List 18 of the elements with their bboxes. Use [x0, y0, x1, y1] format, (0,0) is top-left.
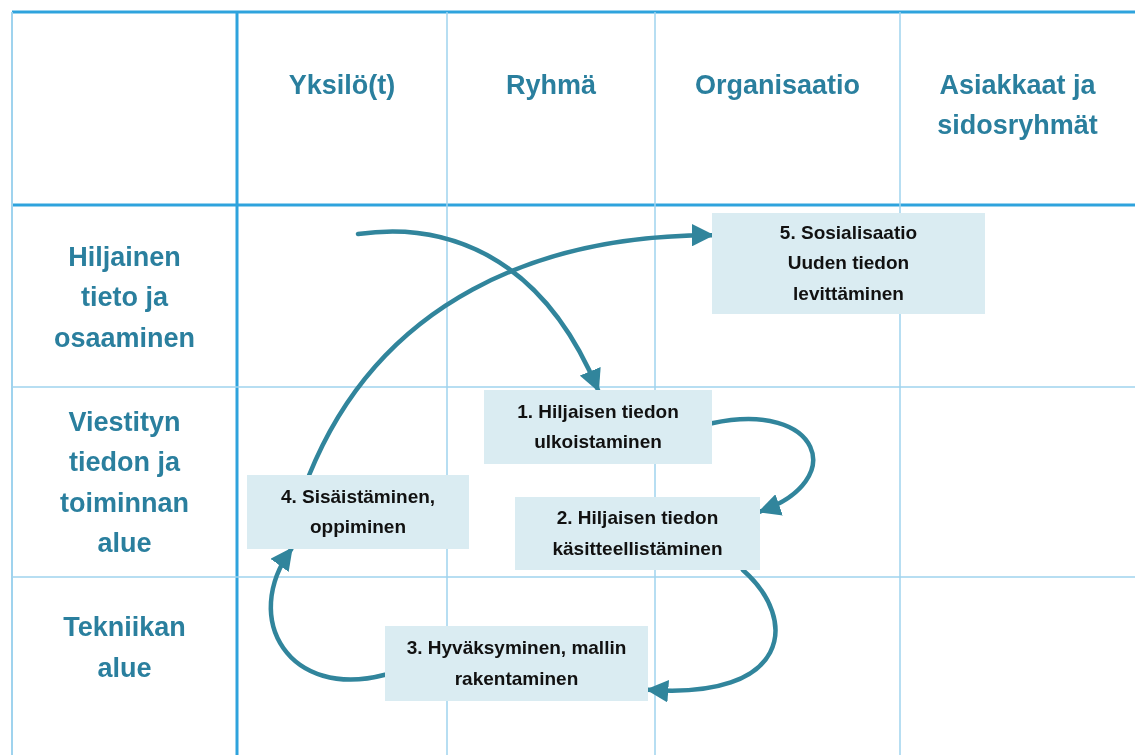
step-box	[247, 475, 469, 549]
curved-arrow	[355, 229, 601, 393]
step-text: 5. Sosialisaatio Uuden tiedon levittäminen	[778, 220, 919, 306]
step-text: 4. Sisäistäminen, oppiminen	[279, 484, 437, 539]
step-box	[515, 497, 760, 570]
column-header: Yksilö(t)	[288, 68, 396, 102]
row-header: Hiljainen tieto ja osaaminen	[52, 240, 197, 355]
column-header: Ryhmä	[506, 68, 596, 102]
column-header: Asiakkaat ja sidosryhmät	[936, 68, 1099, 142]
step-box	[712, 213, 985, 314]
step-text: 1. Hiljaisen tiedon ulkoistaminen	[516, 399, 680, 454]
row-header: Tekniikan alue	[62, 611, 187, 685]
step-text: 2. Hiljaisen tiedon käsitteellistäminen	[551, 506, 724, 561]
row-header: Viestityn tiedon ja toiminnan alue	[59, 405, 190, 560]
column-header: Organisaatio	[694, 68, 860, 102]
step-box	[385, 626, 648, 701]
step-text: 3. Hyväksyminen, mallin rakentaminen	[405, 636, 628, 691]
step-box	[484, 390, 712, 464]
